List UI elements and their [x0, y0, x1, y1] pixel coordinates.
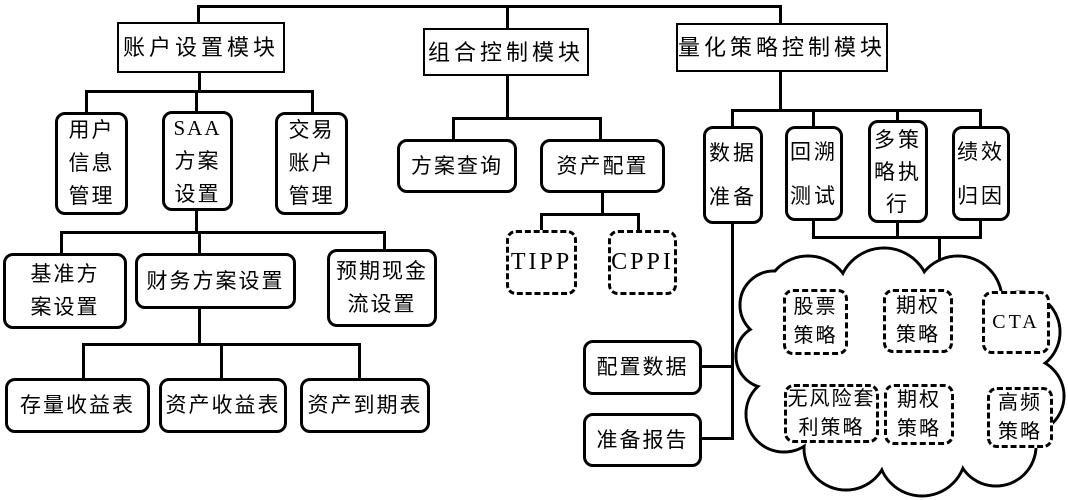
connector — [731, 224, 734, 440]
connector — [198, 231, 201, 255]
connector — [383, 231, 386, 251]
connector — [812, 109, 815, 128]
node-asset-allocation: 资产配置 — [540, 139, 665, 193]
node-benchmark-plan-setup: 基准方 案设置 — [3, 253, 127, 329]
node-configure-data: 配置数据 — [583, 340, 702, 395]
connector — [198, 309, 201, 346]
connector — [506, 76, 509, 120]
connector — [195, 90, 198, 113]
connector-top-rail — [197, 5, 782, 8]
node-performance-attribution: 绩效 归因 — [952, 126, 1010, 221]
connector — [896, 223, 899, 239]
node-stock-strategy: 股票 策略 — [783, 289, 848, 355]
connector — [979, 109, 982, 128]
node-user-info-management: 用户 信息 管理 — [55, 112, 128, 215]
node-saa-plan-setup: SAA 方案 设置 — [162, 111, 233, 211]
connector — [779, 5, 782, 25]
node-riskfree-arbitrage-strategy: 无风险套 利策略 — [784, 384, 879, 443]
connector — [85, 90, 88, 114]
node-backtest: 回溯 测试 — [785, 126, 843, 221]
connector — [938, 236, 941, 263]
node-portfolio-control-module: 组合控制模块 — [423, 28, 589, 76]
node-data-preparation: 数据 准备 — [703, 126, 763, 224]
node-account-setup-module: 账户设置模块 — [117, 22, 285, 73]
connector — [220, 343, 223, 380]
node-high-frequency-strategy: 高频 策略 — [987, 387, 1053, 448]
connector — [731, 109, 734, 128]
connector — [311, 90, 314, 114]
node-expected-cashflow-setup: 预期现金 流设置 — [327, 249, 437, 327]
connector — [896, 109, 899, 122]
node-cta-strategy: CTA — [982, 291, 1050, 354]
connector — [506, 5, 509, 30]
node-plan-query: 方案查询 — [397, 139, 517, 193]
connector — [197, 5, 200, 24]
connector — [60, 231, 63, 255]
connector — [731, 109, 982, 112]
node-quant-strategy-control-module: 量化策略控制模块 — [676, 23, 888, 72]
cloud-shape — [734, 246, 1066, 498]
connector — [358, 343, 361, 380]
connector — [195, 211, 198, 234]
node-asset-income-table: 资产收益表 — [159, 378, 287, 433]
connector — [700, 437, 734, 440]
node-option-strategy-bottom: 期权 策略 — [884, 384, 954, 445]
node-option-strategy-top: 期权 策略 — [883, 289, 953, 353]
node-multi-strategy-execution: 多策 略执 行 — [868, 120, 928, 223]
connector — [812, 221, 815, 239]
connector — [452, 117, 455, 141]
node-cppi: CPPI — [608, 230, 677, 295]
connector — [198, 73, 201, 91]
node-prepare-report: 准备报告 — [583, 413, 702, 467]
node-asset-maturity-table: 资产到期表 — [300, 378, 430, 433]
connector — [540, 213, 640, 216]
node-tipp: TIPP — [506, 230, 577, 295]
connector — [540, 213, 543, 232]
connector — [601, 193, 604, 215]
node-stock-income-table: 存量收益表 — [5, 378, 150, 433]
connector — [599, 117, 602, 141]
node-trading-account-management: 交易 账户 管理 — [275, 112, 348, 215]
connector — [637, 213, 640, 232]
node-financial-plan-setup: 财务方案设置 — [135, 253, 296, 309]
connector — [452, 117, 602, 120]
connector — [60, 231, 386, 234]
connector — [979, 220, 982, 239]
connector — [700, 365, 734, 368]
connector — [82, 343, 85, 380]
connector — [812, 236, 982, 239]
connector — [85, 90, 314, 93]
connector — [779, 72, 782, 112]
